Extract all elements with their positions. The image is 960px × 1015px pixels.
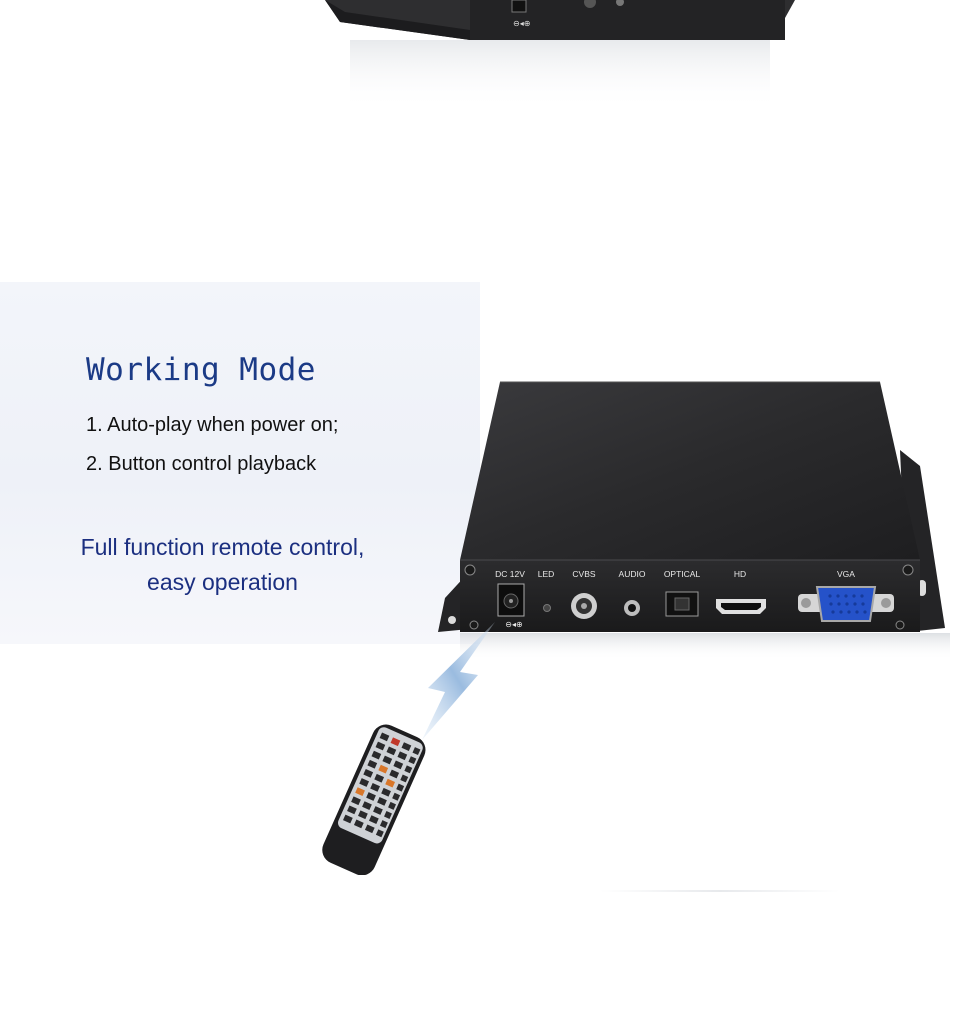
remote-text-line-1: Full function remote control, (80, 534, 365, 560)
section-title: Working Mode (86, 352, 316, 388)
remote-control-description: Full function remote control, easy opera… (20, 530, 425, 600)
media-player-top-image: ⊖◂⊕ (325, 0, 795, 110)
label-dc: DC 12V (495, 569, 525, 579)
label-optical: OPTICAL (664, 569, 701, 579)
signal-bolt-icon (422, 622, 495, 740)
remote-control-image (322, 724, 426, 875)
label-vga: VGA (837, 569, 855, 579)
remote-text-line-2: easy operation (147, 569, 298, 595)
label-hd: HD (734, 569, 746, 579)
floor-reflection-line (600, 890, 840, 892)
label-audio: AUDIO (619, 569, 646, 579)
label-led: LED (538, 569, 555, 579)
media-player-device-image: DC 12V LED CVBS AUDIO OPTICAL HD VGA ⊖◂⊕ (438, 381, 950, 660)
text-panel-background (0, 282, 480, 644)
label-cvbs: CVBS (572, 569, 595, 579)
polarity-symbol: ⊖◂⊕ (505, 620, 522, 629)
svg-text:⊖◂⊕: ⊖◂⊕ (513, 19, 530, 28)
feature-item: 1. Auto-play when power on; (86, 414, 339, 436)
led-indicator (543, 604, 551, 612)
feature-item: 2. Button control playback (86, 453, 317, 475)
